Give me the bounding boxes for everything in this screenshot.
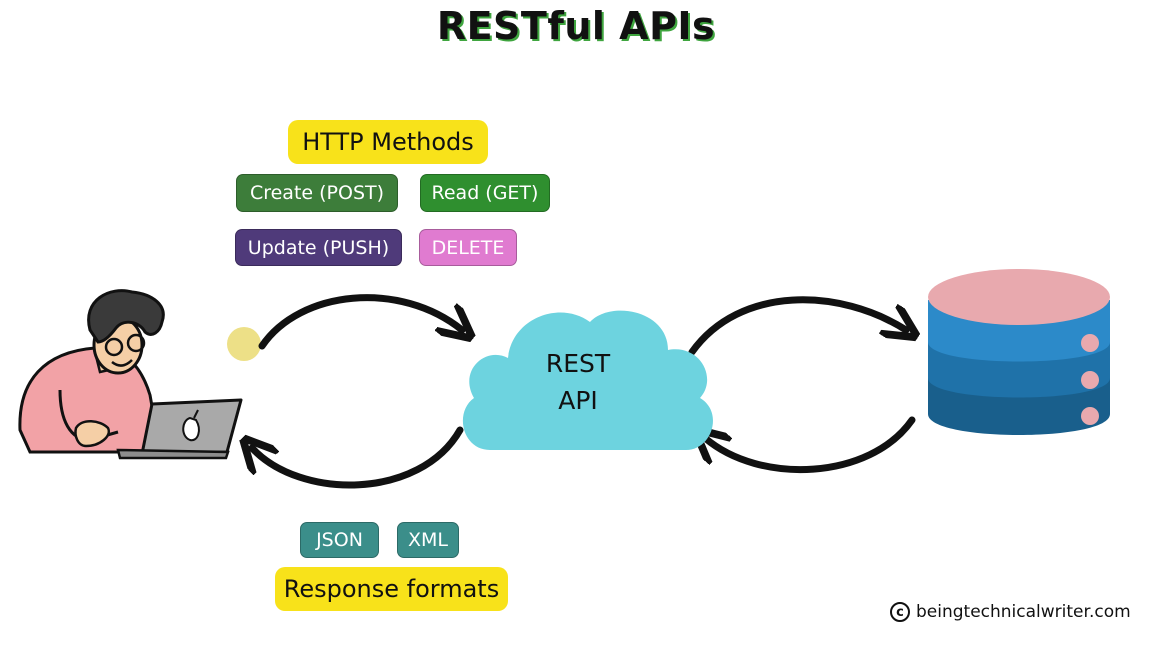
format-json: JSON [300, 522, 379, 558]
format-xml: XML [397, 522, 459, 558]
credit: c beingtechnicalwriter.com [890, 602, 1131, 622]
rest-api-label: REST API [518, 345, 638, 419]
request-dot [227, 327, 261, 361]
copyright-icon: c [890, 602, 910, 622]
method-delete: DELETE [419, 229, 517, 266]
pear-logo-icon [182, 409, 200, 442]
person-illustration [18, 289, 165, 454]
person-hair [87, 289, 165, 344]
credit-text: beingtechnicalwriter.com [916, 602, 1131, 622]
rest-api-line2: API [558, 386, 598, 415]
cloud-shape [462, 310, 713, 450]
method-update-push: Update (PUSH) [235, 229, 402, 266]
http-methods-heading: HTTP Methods [288, 120, 488, 164]
page-title: RESTful APIs [436, 4, 716, 48]
response-formats-heading: Response formats [275, 567, 508, 611]
arrow-database-to-api [705, 416, 916, 474]
method-create-post: Create (POST) [236, 174, 398, 212]
method-read-get: Read (GET) [420, 174, 550, 212]
arrow-client-to-api [258, 294, 462, 350]
arrow-api-to-client [252, 426, 464, 489]
laptop-illustration [116, 398, 243, 460]
arrow-api-to-database [688, 296, 906, 356]
database-icon [928, 269, 1110, 435]
rest-api-line1: REST [545, 349, 611, 378]
